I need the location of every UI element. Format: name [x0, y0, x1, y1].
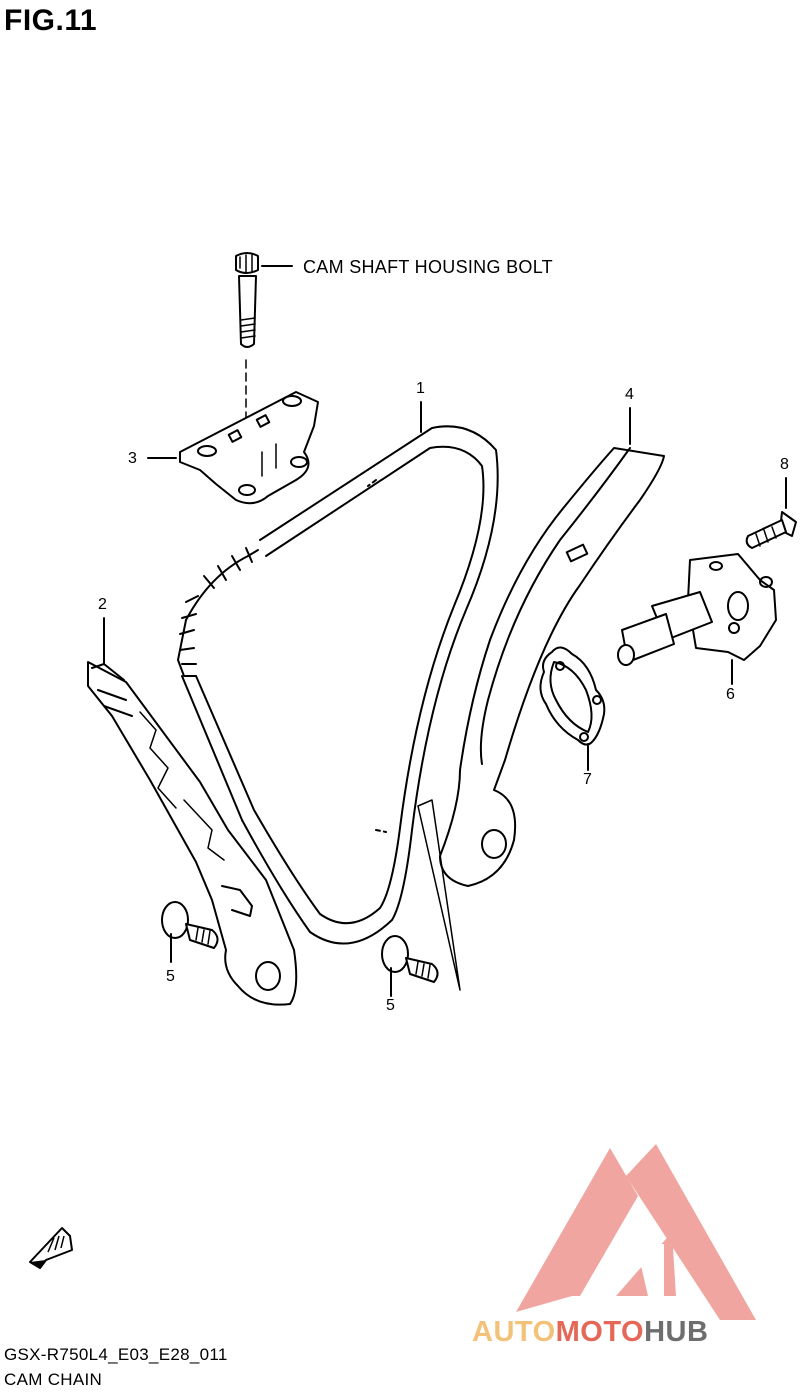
part-6-adjuster	[617, 553, 777, 666]
watermark-part-2: MOTO	[555, 1316, 645, 1348]
automotohub-logo-icon	[516, 1144, 756, 1320]
part-label: 6	[726, 686, 735, 703]
part-5-bolt-left	[161, 901, 219, 949]
part-4-guide	[439, 447, 665, 887]
part-label: 2	[98, 596, 107, 613]
part-label: 8	[780, 456, 789, 473]
diagram-code: GSX-R750L4_E03_E28_011	[4, 1345, 228, 1364]
watermark-part-3: HUB	[644, 1316, 709, 1348]
part-label: 4	[625, 386, 634, 403]
part-label: 3	[128, 450, 137, 467]
part-label: 1	[416, 380, 425, 397]
part-label: 5	[166, 968, 175, 985]
figure-title: FIG.11	[4, 4, 98, 37]
watermark-part-1: AUTO	[472, 1316, 556, 1348]
part-5-bolt-right	[381, 935, 439, 983]
watermark-text: AUTOMOTOHUB	[472, 1316, 708, 1349]
part-label: 7	[583, 771, 592, 788]
part-7-gasket	[539, 646, 606, 746]
part-2-guide	[87, 661, 298, 1006]
callout-label: CAM SHAFT HOUSING BOLT	[303, 257, 553, 277]
part-label: 5	[386, 997, 395, 1014]
part-1-cam-chain	[177, 425, 499, 945]
housing-bolt	[235, 252, 259, 348]
pointer-lines	[417, 799, 461, 991]
fwd-arrow-icon	[29, 1227, 73, 1269]
part-3-housing	[179, 391, 319, 505]
diagram-name: CAM CHAIN	[4, 1370, 103, 1389]
part-8-bolt	[745, 511, 797, 549]
